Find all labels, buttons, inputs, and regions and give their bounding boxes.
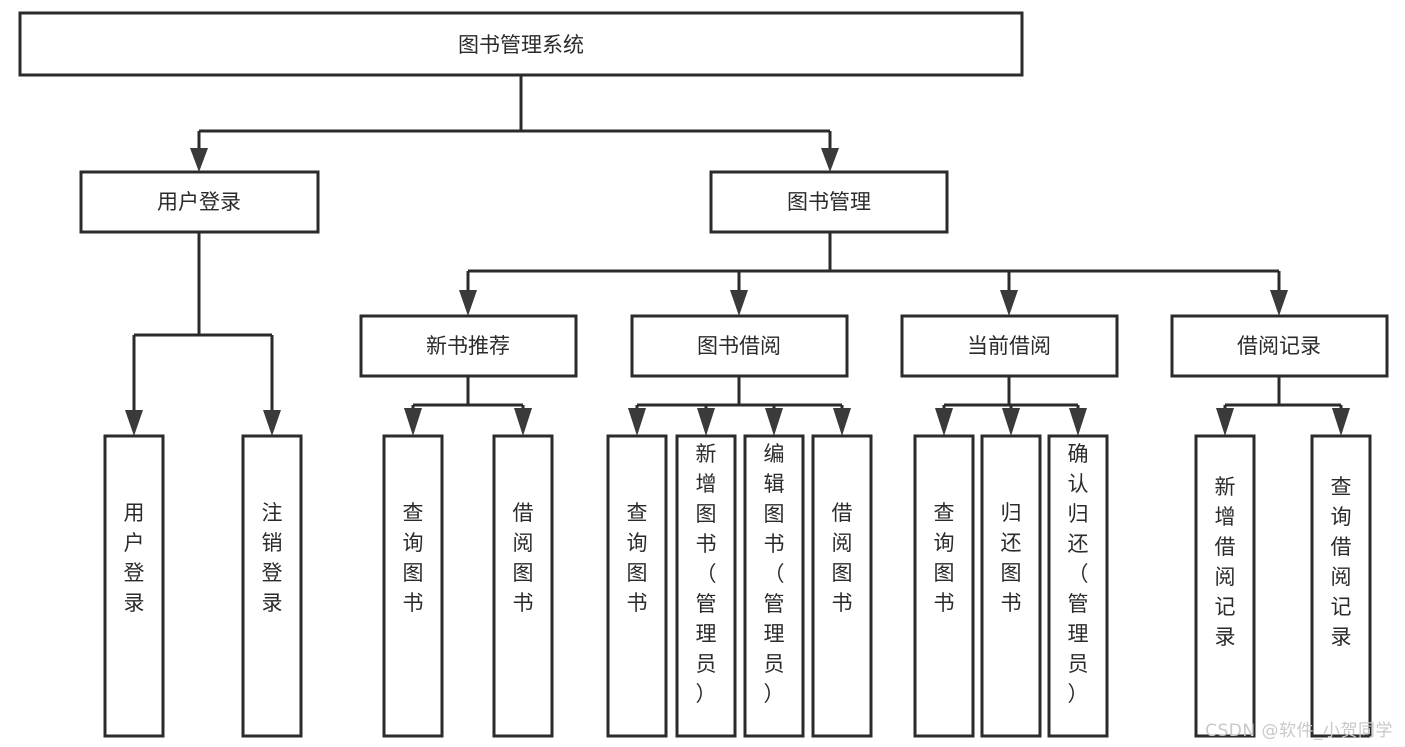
arrow-head-leaf-return-book: [1002, 408, 1020, 436]
leaf-edit-book-box[interactable]: [743, 434, 805, 738]
leaf-confirm-return-label: 确认归还（管理员）: [1068, 442, 1089, 706]
leaf-borrow-book-1-box[interactable]: [492, 434, 554, 738]
arrow-head-leaf-edit-book: [765, 408, 783, 436]
arrow-head-leaf-logout-login: [263, 410, 281, 436]
leaf-user-login-box[interactable]: [103, 434, 165, 738]
leaf-return-book-box[interactable]: [980, 434, 1042, 738]
leaf-add-record-label: 新增借阅记录: [1215, 475, 1236, 649]
node-current-borrow[interactable]: 当前借阅: [900, 314, 1119, 378]
node-book-management[interactable]: 图书管理: [709, 170, 949, 234]
arrow-head-borrow-record: [1270, 290, 1288, 316]
node-leaf-return-book[interactable]: 归还图书: [980, 434, 1042, 738]
arrow-head-leaf-borrow-book-1: [514, 408, 532, 436]
current-borrow-label: 当前借阅: [967, 334, 1051, 358]
edge-layer: [125, 75, 1350, 436]
book-management-box[interactable]: [709, 170, 949, 234]
leaf-query-book-1-label: 查询图书: [403, 501, 424, 615]
borrow-record-label: 借阅记录: [1237, 334, 1321, 358]
arrow-head-leaf-borrow-book-2: [833, 408, 851, 436]
user-login-label: 用户登录: [157, 190, 241, 214]
node-leaf-edit-book[interactable]: 编辑图书（管理员）: [743, 434, 805, 738]
leaf-query-book-3-label: 查询图书: [934, 501, 955, 615]
current-borrow-box[interactable]: [900, 314, 1119, 378]
leaf-query-book-2-box[interactable]: [606, 434, 668, 738]
node-leaf-logout-login[interactable]: 注销登录: [241, 434, 303, 738]
leaf-query-book-2-label: 查询图书: [627, 501, 648, 615]
leaf-query-book-3-box[interactable]: [913, 434, 975, 738]
leaf-add-book-label: 新增图书（管理员）: [696, 442, 717, 706]
leaf-confirm-return-box[interactable]: [1047, 434, 1109, 738]
arrow-head-leaf-confirm-return: [1069, 408, 1087, 436]
book-borrow-box[interactable]: [630, 314, 849, 378]
leaf-borrow-book-2-box[interactable]: [811, 434, 873, 738]
user-login-box[interactable]: [79, 170, 320, 234]
book-borrow-label: 图书借阅: [697, 334, 781, 358]
leaf-return-book-label: 归还图书: [1001, 501, 1022, 615]
node-root[interactable]: 图书管理系统: [18, 11, 1024, 77]
node-leaf-borrow-book-2[interactable]: 借阅图书: [811, 434, 873, 738]
root-label: 图书管理系统: [458, 33, 584, 57]
leaf-logout-login-box[interactable]: [241, 434, 303, 738]
node-leaf-add-book[interactable]: 新增图书（管理员）: [675, 434, 737, 738]
arrow-head-leaf-user-login: [125, 410, 143, 436]
arrow-head-new-book-recommend: [459, 290, 477, 316]
node-leaf-query-record[interactable]: 查询借阅记录: [1310, 434, 1372, 738]
node-leaf-query-book-1[interactable]: 查询图书: [382, 434, 444, 738]
node-leaf-user-login[interactable]: 用户登录: [103, 434, 165, 738]
leaf-borrow-book-1-label: 借阅图书: [513, 501, 534, 615]
leaf-query-record-label: 查询借阅记录: [1331, 475, 1352, 649]
new-book-recommend-box[interactable]: [359, 314, 578, 378]
leaf-query-book-1-box[interactable]: [382, 434, 444, 738]
csdn-watermark: CSDN @软件_小贺同学: [1205, 721, 1393, 741]
book-management-label: 图书管理: [787, 190, 871, 214]
node-leaf-add-record[interactable]: 新增借阅记录: [1194, 434, 1256, 738]
node-borrow-record[interactable]: 借阅记录: [1170, 314, 1389, 378]
arrow-head-leaf-add-book: [697, 408, 715, 436]
node-leaf-query-book-3[interactable]: 查询图书: [913, 434, 975, 738]
node-user-login[interactable]: 用户登录: [79, 170, 320, 234]
arrow-head-leaf-query-book-3: [935, 408, 953, 436]
leaf-logout-login-label: 注销登录: [262, 501, 283, 615]
leaf-add-record-box[interactable]: [1194, 434, 1256, 738]
node-new-book-recommend[interactable]: 新书推荐: [359, 314, 578, 378]
arrow-head-current-borrow: [1000, 290, 1018, 316]
leaf-edit-book-label: 编辑图书（管理员）: [764, 442, 785, 706]
node-book-borrow[interactable]: 图书借阅: [630, 314, 849, 378]
leaf-borrow-book-2-label: 借阅图书: [832, 501, 853, 615]
arrow-head-leaf-add-record: [1216, 408, 1234, 436]
node-leaf-borrow-book-1[interactable]: 借阅图书: [492, 434, 554, 738]
arrow-head-leaf-query-record: [1332, 408, 1350, 436]
node-leaf-query-book-2[interactable]: 查询图书: [606, 434, 668, 738]
node-leaf-confirm-return[interactable]: 确认归还（管理员）: [1047, 434, 1109, 738]
root-box[interactable]: [18, 11, 1024, 77]
leaf-add-book-box[interactable]: [675, 434, 737, 738]
arrow-head-book-borrow: [730, 290, 748, 316]
arrow-head-leaf-query-book-1: [404, 408, 422, 436]
leaf-query-record-box[interactable]: [1310, 434, 1372, 738]
new-book-recommend-label: 新书推荐: [426, 334, 510, 358]
arrow-head-leaf-query-book-2: [628, 408, 646, 436]
arrow-head-user-login: [190, 148, 208, 172]
arrow-head-book-management: [821, 148, 839, 172]
leaf-user-login-label: 用户登录: [124, 501, 145, 615]
borrow-record-box[interactable]: [1170, 314, 1389, 378]
